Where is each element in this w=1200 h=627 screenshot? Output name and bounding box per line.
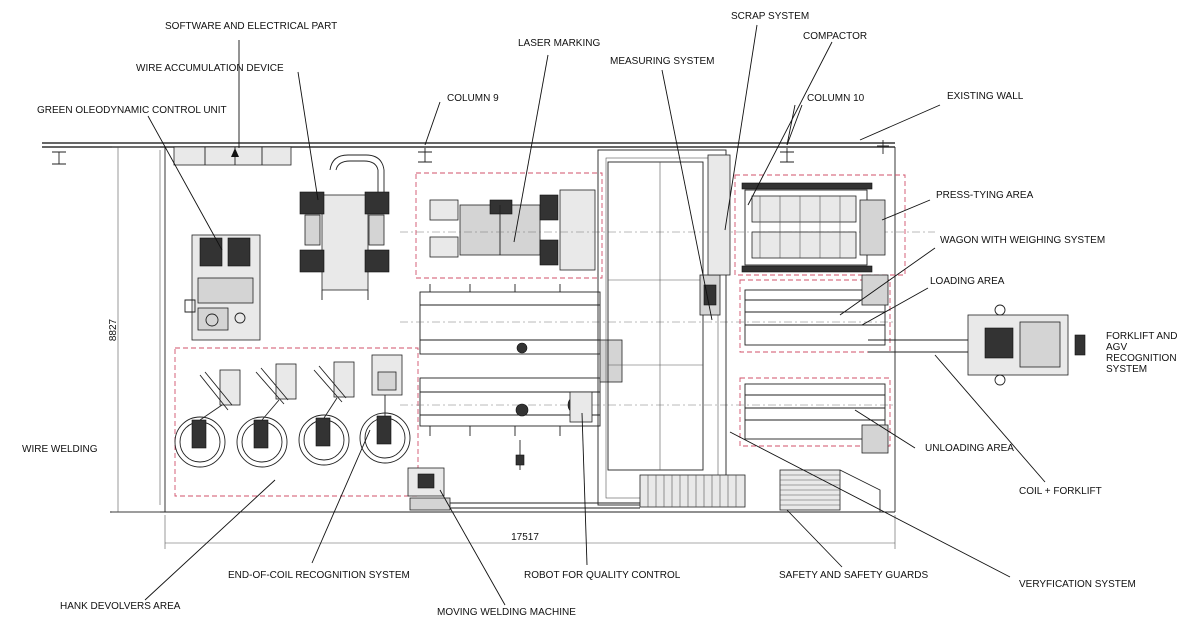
label-forklift-agv-1: FORKLIFT AND [1106, 331, 1178, 342]
quality-control-robot [515, 339, 623, 566]
label-verification: VERYFICATION SYSTEM [1019, 579, 1136, 590]
label-forklift-agv-3: RECOGNITION [1106, 353, 1177, 364]
label-press-tying: PRESS-TYING AREA [936, 190, 1034, 201]
label-column-10: COLUMN 10 [807, 93, 865, 104]
hank-devolvers-zone [174, 347, 419, 497]
dimension-height: 8827 [108, 146, 160, 513]
oleodynamic-control-unit [147, 115, 261, 341]
central-gantry [597, 149, 746, 508]
conveyor-lines [400, 231, 935, 436]
label-hank-devolvers: HANK DEVOLVERS AREA [60, 601, 181, 612]
label-wire-welding: WIRE WELDING [22, 444, 98, 455]
label-forklift-agv-2: AGV [1106, 342, 1127, 353]
dimension-width-label: 17517 [511, 532, 539, 543]
dimension-width: 17517 [164, 515, 896, 549]
wire-accumulation-device [297, 71, 390, 300]
safety-guards [779, 469, 881, 568]
label-moving-welding: MOVING WELDING MACHINE [437, 607, 576, 618]
label-safety-guards: SAFETY AND SAFETY GUARDS [779, 570, 928, 581]
unloading-area-zone [739, 377, 916, 454]
label-end-of-coil: END-OF-COIL RECOGNITION SYSTEM [228, 570, 410, 581]
label-scrap-system: SCRAP SYSTEM [731, 11, 809, 22]
label-coil-forklift: COIL + FORKLIFT [1019, 486, 1102, 497]
press-tying-zone [734, 41, 931, 276]
scrap-system [707, 24, 758, 276]
measuring-system [661, 69, 721, 321]
devolver-station-2 [236, 363, 297, 468]
dimension-height-label: 8827 [108, 318, 119, 341]
electrical-cabinet [173, 40, 292, 166]
devolver-station-3 [298, 361, 355, 466]
column-markers [52, 101, 889, 165]
label-unloading-area: UNLOADING AREA [925, 443, 1014, 454]
label-software-electrical: SOFTWARE AND ELECTRICAL PART [165, 21, 337, 32]
verification-system [729, 431, 1011, 578]
devolver-station-1 [174, 369, 241, 468]
label-forklift-agv-4: SYSTEM [1106, 364, 1147, 375]
label-existing-wall: EXISTING WALL [947, 91, 1024, 102]
label-laser-marking: LASER MARKING [518, 38, 600, 49]
label-column-9: COLUMN 9 [447, 93, 499, 104]
label-loading-area: LOADING AREA [930, 276, 1005, 287]
label-compactor: COMPACTOR [803, 31, 867, 42]
leader-lines [144, 429, 506, 606]
laser-marking-zone [415, 54, 603, 279]
label-wire-accumulation: WIRE ACCUMULATION DEVICE [136, 63, 284, 74]
loading-area-zone [739, 247, 936, 353]
moving-welding-machine [407, 467, 640, 511]
label-measuring-system: MEASURING SYSTEM [610, 56, 714, 67]
forklift-agv [868, 304, 1086, 483]
devolver-station-4 [359, 354, 411, 464]
label-green-oleodynamic: GREEN OLEODYNAMIC CONTROL UNIT [37, 105, 227, 116]
label-robot-quality: ROBOT FOR QUALITY CONTROL [524, 570, 681, 581]
label-wagon-weighing: WAGON WITH WEIGHING SYSTEM [940, 235, 1105, 246]
